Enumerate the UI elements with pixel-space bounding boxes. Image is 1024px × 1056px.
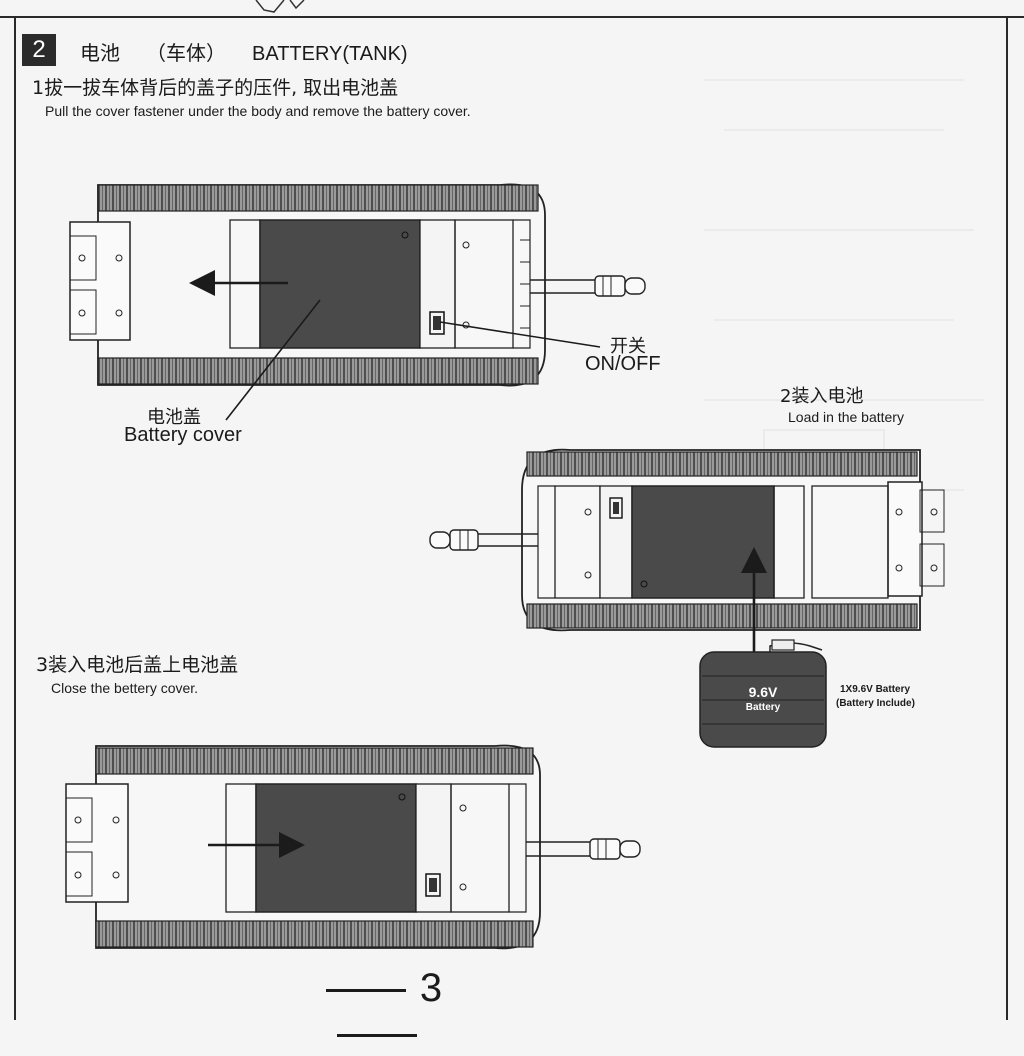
track-upper xyxy=(95,747,534,775)
tank-top-view-open xyxy=(69,183,646,387)
page-frame xyxy=(14,16,1008,1020)
section-number-badge: 2 xyxy=(22,34,56,66)
battery-compartment xyxy=(631,485,775,599)
cover-label-cn: 电池盖 xyxy=(147,407,201,428)
tank-top-view-closed xyxy=(65,744,641,950)
cut-off-illustration xyxy=(255,0,305,13)
step2-title-en: Load in the battery xyxy=(788,409,904,425)
gun-barrel xyxy=(589,838,621,860)
rear-engine-deck xyxy=(887,481,923,597)
battery-installation-diagram xyxy=(65,183,945,950)
battery-cover-closed xyxy=(255,783,417,913)
page-number-value: 3 xyxy=(419,966,443,1010)
tank-top-view-load xyxy=(429,448,945,632)
rear-engine-deck xyxy=(69,221,131,341)
cover-label-en: Battery cover xyxy=(124,424,242,446)
gun-barrel xyxy=(594,275,626,297)
power-switch xyxy=(425,873,441,897)
track-upper xyxy=(97,184,539,212)
step3-title-en: Close the bettery cover. xyxy=(51,680,199,696)
battery-pack xyxy=(699,639,827,748)
track-lower xyxy=(97,357,539,385)
battery-voltage: 9.6V xyxy=(748,684,778,700)
page-number: 3 xyxy=(262,966,492,1056)
step1-title-cn: 1拔一拔车体背后的盖子的压件, 取出电池盖 xyxy=(32,77,399,99)
section-title-cn: 电池 xyxy=(80,43,120,65)
rear-engine-deck xyxy=(65,783,129,903)
switch-leader-line xyxy=(439,321,601,348)
section-title-en: BATTERY(TANK) xyxy=(252,43,408,65)
track-upper xyxy=(526,451,918,477)
battery-spec-line1: 1X9.6V Battery xyxy=(840,684,911,695)
track-lower xyxy=(526,603,918,629)
step1-title-en: Pull the cover fastener under the body a… xyxy=(45,103,471,119)
step3-title-cn: 3装入电池后盖上电池盖 xyxy=(36,654,239,676)
switch-label-en: ON/OFF xyxy=(585,353,661,375)
section-title: 电池 （车体） BATTERY(TANK) xyxy=(80,37,408,66)
step2-title-cn: 2装入电池 xyxy=(780,386,864,407)
gun-barrel xyxy=(449,529,479,551)
battery-spec-line2: (Battery Include) xyxy=(836,698,915,709)
page-number-dash-right xyxy=(337,1033,417,1037)
page-number-dash-left xyxy=(325,988,406,992)
cover-leader-line xyxy=(225,299,321,421)
battery-connector xyxy=(771,639,795,651)
battery-word: Battery xyxy=(745,702,781,713)
section-title-cn-sub: （车体） xyxy=(146,43,226,65)
track-lower xyxy=(95,920,534,948)
switch-label-cn: 开关 xyxy=(610,336,646,357)
power-switch xyxy=(609,497,623,519)
